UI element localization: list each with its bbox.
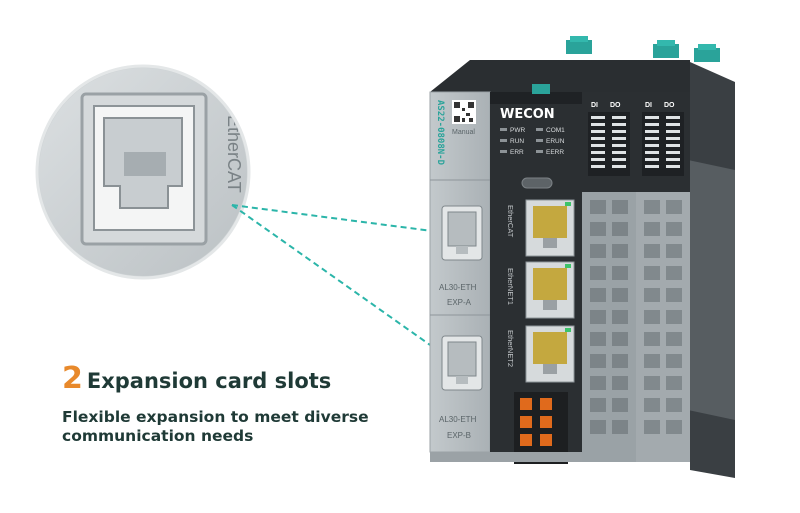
led-run-label: RUN xyxy=(510,138,524,145)
io2-di-label: DI xyxy=(645,102,652,109)
port-ethercat-label: EtherCAT xyxy=(506,205,515,238)
brand-logo: WECON xyxy=(500,107,555,122)
top-connector-group xyxy=(532,36,720,94)
slot-a-name-label: EXP-A xyxy=(447,298,472,307)
led-eerr-label: EERR xyxy=(546,149,564,156)
zoom-port-label: EtherCAT xyxy=(224,115,244,193)
feature-subtitle: Flexible expansion to meet diverse commu… xyxy=(62,408,369,445)
led-com1-label: COM1 xyxy=(546,127,565,134)
slot-b-name-label: EXP-B xyxy=(447,431,471,440)
io1-do-label: DO xyxy=(610,102,621,109)
led-pwr-label: PWR xyxy=(510,127,525,134)
zoom-rj45-port xyxy=(80,92,208,246)
expansion-slot-b-port xyxy=(441,335,483,391)
io-module-1 xyxy=(582,92,636,462)
leader-lines xyxy=(231,204,443,355)
slot-b-card-label: AL30-ETH xyxy=(439,415,477,424)
rj45-port-ethernet1 xyxy=(525,261,575,319)
qr-code xyxy=(452,100,476,124)
port-ethernet1-label: EtherNET1 xyxy=(506,268,515,305)
expansion-panel xyxy=(430,92,490,452)
io2-do-label: DO xyxy=(664,102,675,109)
model-label: AS22-0808N-D xyxy=(435,100,445,166)
io-module-2 xyxy=(636,92,690,462)
rj45-port-ethercat xyxy=(525,199,575,257)
feature-title: Expansion card slots xyxy=(86,369,332,393)
rj45-port-ethernet2 xyxy=(525,325,575,383)
feature-headline: 2 Expansion card slots xyxy=(62,364,331,394)
slot-a-card-label: AL30-ETH xyxy=(439,283,477,292)
leader-line-a xyxy=(231,204,441,233)
zoom-magnifier: EtherCAT xyxy=(35,64,251,280)
led-err-label: ERR xyxy=(510,149,524,156)
led-erun-label: ERUN xyxy=(546,138,565,145)
port-ethernet2-label: EtherNET2 xyxy=(506,330,515,367)
plc-device: AS22-0808N-D Manual AL30-ETH xyxy=(429,36,735,478)
leader-line-b xyxy=(231,204,441,353)
status-led-group: PWR RUN ERR COM1 ERUN EERR xyxy=(500,127,565,156)
expansion-slot-a-port xyxy=(441,205,483,261)
feature-number: 2 xyxy=(62,361,83,396)
manual-label: Manual xyxy=(452,129,475,136)
mode-switch xyxy=(521,177,553,189)
io1-di-label: DI xyxy=(591,102,598,109)
